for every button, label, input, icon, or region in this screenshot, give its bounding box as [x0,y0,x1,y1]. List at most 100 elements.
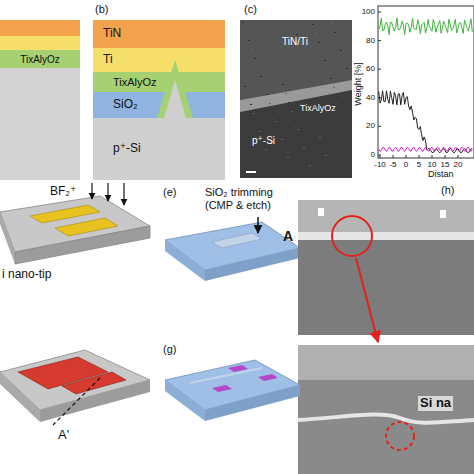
tick-mark [445,155,446,158]
tem-speckle [330,78,332,79]
contact-pad [258,374,278,381]
sem-top-region [298,200,474,232]
tin-layer [0,20,80,36]
tem-speckle [346,68,348,69]
profile-line [379,18,473,35]
tem-speckle [333,87,335,88]
tem-speckle [284,148,286,149]
tem-speckle [296,34,298,35]
layer-name: TixAlyOz [113,76,157,88]
part-label: Si na [418,396,453,411]
tem-speckle [316,128,318,129]
tick-mark [378,69,381,70]
sem-bright-edge [298,232,474,240]
si-substrate [0,68,80,180]
tem-speckle [265,149,267,150]
oxide-side [205,385,300,421]
section-label: A [283,228,293,244]
tem-speckle [247,95,249,96]
tem-speckle [287,157,289,158]
trim-arrow [257,217,259,233]
tem-speckle [254,58,256,59]
tick-mark [432,155,433,158]
layer-name: Ti [103,53,113,66]
tem-image [240,20,352,178]
layer-label: TixAlyOz [300,103,336,113]
tem-speckle [282,84,284,85]
cut-line [53,378,100,425]
contact-pad [228,365,248,372]
tem-speckle [337,41,339,42]
tem-speckle [309,165,311,166]
axis-title: Weight [%] [353,62,363,105]
si-tip [164,80,186,118]
buried-line [190,368,262,383]
tem-speckle [288,102,290,103]
tick-mark [419,155,420,158]
profile-line [379,91,473,153]
tem-speckle [318,42,320,43]
tem-speckle [275,121,277,122]
layer-band: TiN [93,20,225,48]
layer-band: SiO₂ [93,92,225,118]
tem-speckle [290,166,292,167]
sem-mark [318,208,324,216]
tem-speckle [294,120,296,121]
sem-mark [440,210,446,218]
tem-speckle [263,85,265,86]
oxide-side [165,240,205,281]
tem-speckle [312,24,314,25]
highlight-circle [386,422,414,450]
section-label: A' [58,428,69,443]
tick-mark [406,155,407,158]
axis-title: Distan [428,169,454,179]
panel-letter: (g) [163,343,176,356]
tem-speckle [278,130,280,131]
implant-arrow [123,183,124,205]
implant-arrow [107,183,108,201]
tick-mark [380,155,381,158]
si-pad [55,218,118,236]
tick-mark [378,126,381,127]
tem-speckle [245,31,247,32]
tem-speckle [250,104,252,105]
axis-tick: 15 [441,160,450,169]
oxide-side [205,248,300,281]
layer-label: TiN/Ti [282,36,308,48]
chart-lines [379,18,473,153]
tick-mark [378,40,381,41]
panel-letter: (e) [163,186,176,199]
tem-texture [242,22,351,167]
tem-speckle [343,59,345,60]
tem-speckle [281,139,283,140]
tick-mark [378,12,381,13]
tick-mark [458,155,459,158]
tem-speckle [325,155,327,156]
axis-tick: 5 [417,160,421,169]
highlight-circle [332,216,372,256]
tem-speckle [253,113,255,114]
axis-tick: -5 [389,160,396,169]
tem-speckle [251,49,253,50]
tem-speckle [266,94,268,95]
sem-image [298,345,474,474]
tem-speckle [256,122,258,123]
layer-name: SiO₂ [113,98,138,111]
tem-speckle [321,51,323,52]
tem-speckle [336,96,338,97]
layer-label: p⁺-Si [252,135,275,147]
axis-tick: 0 [404,160,408,169]
axis-tick: 0 [371,150,375,159]
tem-speckle [319,137,321,138]
tem-speckle [324,60,326,61]
tem-speckle [340,50,342,51]
layer-name: TixAlyOz [20,54,60,65]
embedded-si [212,233,262,248]
axis-tick: 20 [454,160,463,169]
implant-arrow [91,183,92,199]
tem-speckle [300,138,302,139]
ion-label: BF₂⁺ [50,185,76,199]
tem-speckle [334,32,336,33]
